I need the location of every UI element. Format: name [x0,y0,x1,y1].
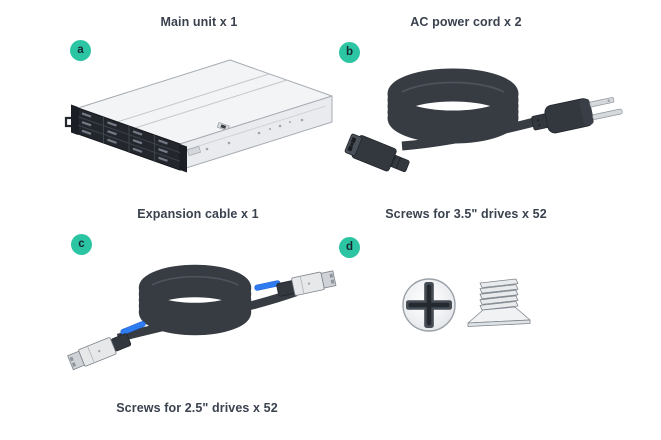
expansion-cable-strand [116,287,298,343]
item-title-ac-power-cord: AC power cord x 2 [410,15,522,29]
item-title-expansion-cable: Expansion cable x 1 [137,207,259,221]
server-rack-ear-right [180,144,187,173]
rack-server-illustration [64,59,333,173]
ac-power-cord-illustration [344,68,623,173]
blue-pull-tab-left [120,321,146,335]
screws-illustration [402,278,531,332]
badge-c: c [71,234,92,255]
item-title-screws-35: Screws for 3.5" drives x 52 [385,207,547,221]
screw-side-view [467,278,531,327]
item-title-main-unit: Main unit x 1 [160,15,238,29]
c13-connector [344,133,410,173]
screw-top-view [402,278,456,332]
server-drive-bays [77,107,181,171]
item-title-screws-25: Screws for 2.5" drives x 52 [116,401,278,415]
sas-connector-left [67,321,146,371]
badge-b: b [339,42,360,63]
expansion-cable-coil [138,264,252,336]
badge-d: d [339,237,360,258]
server-rack-ear-left [64,104,78,135]
nema-plug [531,97,623,134]
plug-prongs [589,97,623,120]
sas-connector-right [254,270,337,297]
expansion-cable-illustration [67,264,337,371]
badge-a: a [70,40,91,61]
